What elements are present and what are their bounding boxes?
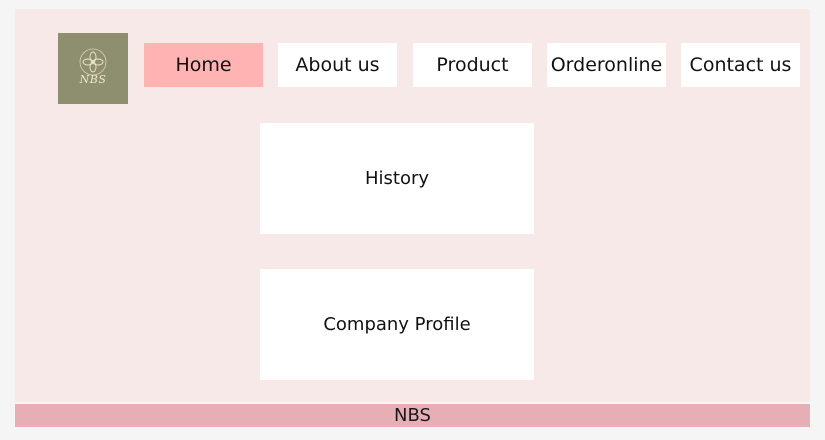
nav-about-us-button[interactable]: About us — [278, 43, 397, 87]
company-profile-card[interactable]: Company Profile — [260, 269, 534, 380]
brand-logo[interactable]: NBS — [58, 33, 128, 104]
footer: NBS — [15, 404, 810, 427]
logo-text: NBS — [79, 73, 107, 86]
nav-product-button[interactable]: Product — [413, 43, 532, 87]
flower-icon — [79, 48, 107, 76]
nav-home-button[interactable]: Home — [144, 43, 263, 87]
nav-orderonline-button[interactable]: Orderonline — [547, 43, 666, 87]
history-card[interactable]: History — [260, 123, 534, 234]
nav-contact-us-button[interactable]: Contact us — [681, 43, 800, 87]
